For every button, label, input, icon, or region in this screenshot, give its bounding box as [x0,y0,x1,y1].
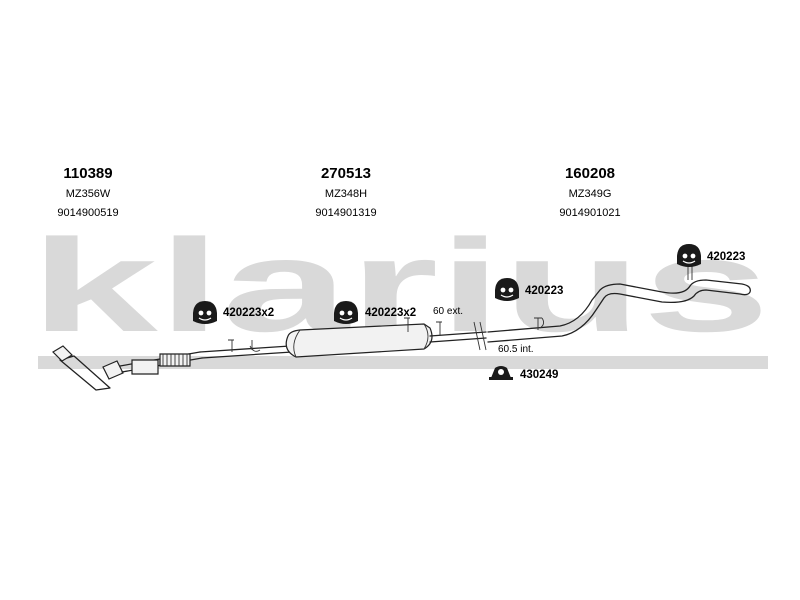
mount-icon-4 [676,243,702,268]
part-middle-silencer: 270513 MZ348H 9014901319 [315,165,376,219]
part-code: MZ348H [325,188,367,200]
watermark-underline [38,356,768,369]
mount-icon-2 [333,300,359,325]
part-number: 160208 [565,165,615,182]
front-pipe-drawing [52,345,203,391]
clamp-icon [489,366,513,380]
clamp-label: 430249 [520,369,558,381]
part-reference: 9014901319 [315,207,376,219]
mount-label-2: 420223x2 [365,307,416,319]
rear-pipe-drawing [473,266,751,351]
part-code: MZ356W [66,188,111,200]
part-number: 270513 [321,165,371,182]
part-reference: 9014901021 [559,207,620,219]
part-front-pipe: 110389 MZ356W 9014900519 [57,165,118,219]
part-reference: 9014900519 [57,207,118,219]
mount-icon-1 [192,300,218,325]
middle-pipe-drawing [199,317,487,359]
internal-diameter-note: 60.5 int. [498,344,534,355]
mount-label-1: 420223x2 [223,307,274,319]
external-diameter-note: 60 ext. [433,306,463,317]
mount-label-3: 420223 [525,285,563,297]
part-rear-pipe: 160208 MZ349G 9014901021 [559,165,620,219]
mount-icon-3 [494,277,520,302]
part-number: 110389 [63,165,112,182]
part-code: MZ349G [569,188,612,200]
mount-label-4: 420223 [707,251,745,263]
